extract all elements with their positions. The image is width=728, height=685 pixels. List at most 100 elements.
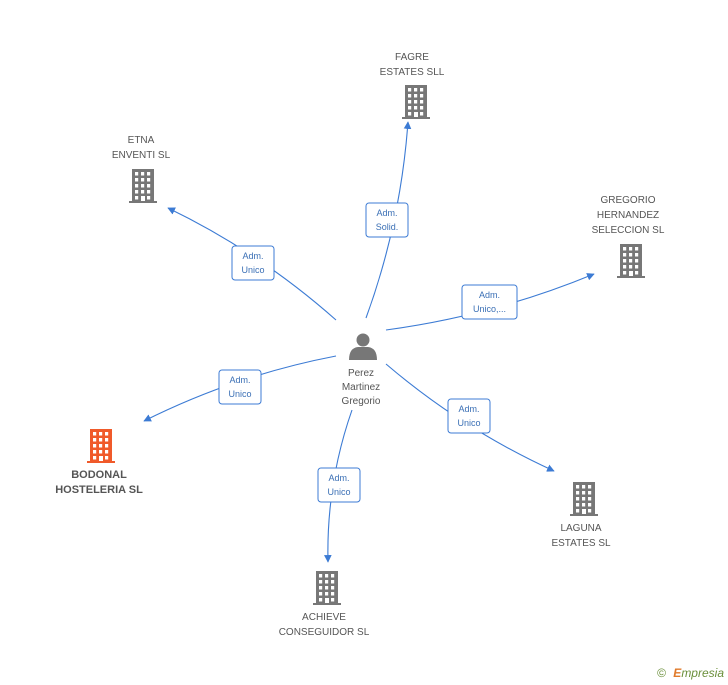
relation-badge-box [447, 398, 491, 434]
relation-label-line: Unico [241, 265, 264, 275]
building-window [635, 271, 639, 275]
building-window [629, 265, 633, 269]
building-window [635, 259, 639, 263]
building-window [331, 592, 335, 596]
building-window [93, 444, 97, 448]
building-window [588, 509, 592, 513]
building-window [408, 106, 412, 110]
building-window [141, 178, 145, 182]
company-name-bodonal-line: HOSTELERIA SL [55, 484, 143, 496]
relation-badge-etna[interactable]: Adm. Unico [231, 245, 275, 281]
relation-label-line: Adm. [229, 375, 250, 385]
company-name-gregorio-line: HERNANDEZ [597, 210, 659, 221]
building-window [576, 497, 580, 501]
relation-label-line: Adm. [242, 251, 263, 261]
building-window [582, 497, 586, 501]
building-window [141, 190, 145, 194]
building-window [414, 94, 418, 98]
relation-label: Adm.Solid. [376, 208, 399, 232]
company-name-fagre-line: ESTATES SLL [380, 67, 445, 78]
relation-badge-gregorio[interactable]: Adm.Unico,... [461, 284, 518, 320]
brand-logo[interactable]: Empresia [673, 666, 724, 680]
building-window [576, 503, 580, 507]
building-icon[interactable] [129, 169, 157, 203]
relation-label-line: Adm. [479, 290, 500, 300]
building-window [331, 586, 335, 590]
building-icon[interactable] [570, 482, 598, 516]
building-window [420, 100, 424, 104]
building-window [99, 438, 103, 442]
building-icon[interactable] [313, 571, 341, 605]
building-door [629, 271, 633, 278]
building-icon[interactable] [402, 85, 430, 119]
building-window [588, 485, 592, 489]
relation-badge-achieve[interactable]: Adm.Unico [317, 467, 361, 503]
relation-label-line: Adm. [376, 208, 397, 218]
relation-badge-box [461, 284, 518, 320]
building-window [325, 574, 329, 578]
building-window [408, 88, 412, 92]
building-window [588, 491, 592, 495]
relation-badge-fagre[interactable]: Adm.Solid. [365, 202, 409, 238]
building-window [135, 190, 139, 194]
building-window [588, 503, 592, 507]
building-base [617, 276, 645, 278]
building-window [325, 580, 329, 584]
building-window [629, 259, 633, 263]
building-base [87, 461, 115, 463]
relation-badge-bodonal[interactable]: Adm.Unico [218, 369, 262, 405]
person-icon[interactable] [349, 333, 377, 361]
building-window [93, 432, 97, 436]
building-window [325, 592, 329, 596]
company-name-gregorio-line: SELECCION SL [592, 225, 665, 236]
company-name-laguna-line: LAGUNA [560, 523, 601, 534]
building-icon[interactable] [87, 429, 115, 463]
building-window [147, 196, 151, 200]
building-icon[interactable] [617, 244, 645, 278]
edge-labels: Adm.Solid.Adm.UnicoAdm.Unico,...Adm.Unic… [218, 202, 518, 503]
building-window [319, 598, 323, 602]
building-base [129, 201, 157, 203]
relation-label: Adm.Unico,... [473, 290, 506, 314]
building-window [331, 580, 335, 584]
building-window [141, 172, 145, 176]
building-window [408, 112, 412, 116]
company-node-laguna[interactable]: LAGUNA ESTATES SL [551, 482, 611, 549]
building-door [99, 456, 103, 463]
building-window [319, 574, 323, 578]
building-window [635, 247, 639, 251]
building-window [420, 94, 424, 98]
copyright-symbol: © [657, 666, 666, 680]
building-window [623, 247, 627, 251]
footer: © Empresia [657, 666, 724, 680]
building-window [588, 497, 592, 501]
company-name-laguna-line: ESTATES SL [551, 538, 611, 549]
company-name-etna-line: ETNA [128, 135, 155, 146]
building-window [420, 106, 424, 110]
relation-label: Adm.Unico [228, 375, 251, 399]
building-window [93, 438, 97, 442]
company-name-bodonal: BODONAL HOSTELERIA SL [55, 469, 143, 496]
building-window [319, 580, 323, 584]
relation-label-line: Adm. [458, 404, 479, 414]
building-window [331, 574, 335, 578]
building-window [635, 265, 639, 269]
building-window [414, 100, 418, 104]
building-window [576, 485, 580, 489]
company-name-bodonal-line: BODONAL [71, 469, 127, 481]
building-window [629, 253, 633, 257]
company-node-bodonal[interactable]: BODONAL HOSTELERIA SL [55, 429, 143, 496]
building-door [414, 112, 418, 119]
building-window [319, 592, 323, 596]
building-window [582, 485, 586, 489]
relation-badge-laguna[interactable]: Adm.Unico [447, 398, 491, 434]
